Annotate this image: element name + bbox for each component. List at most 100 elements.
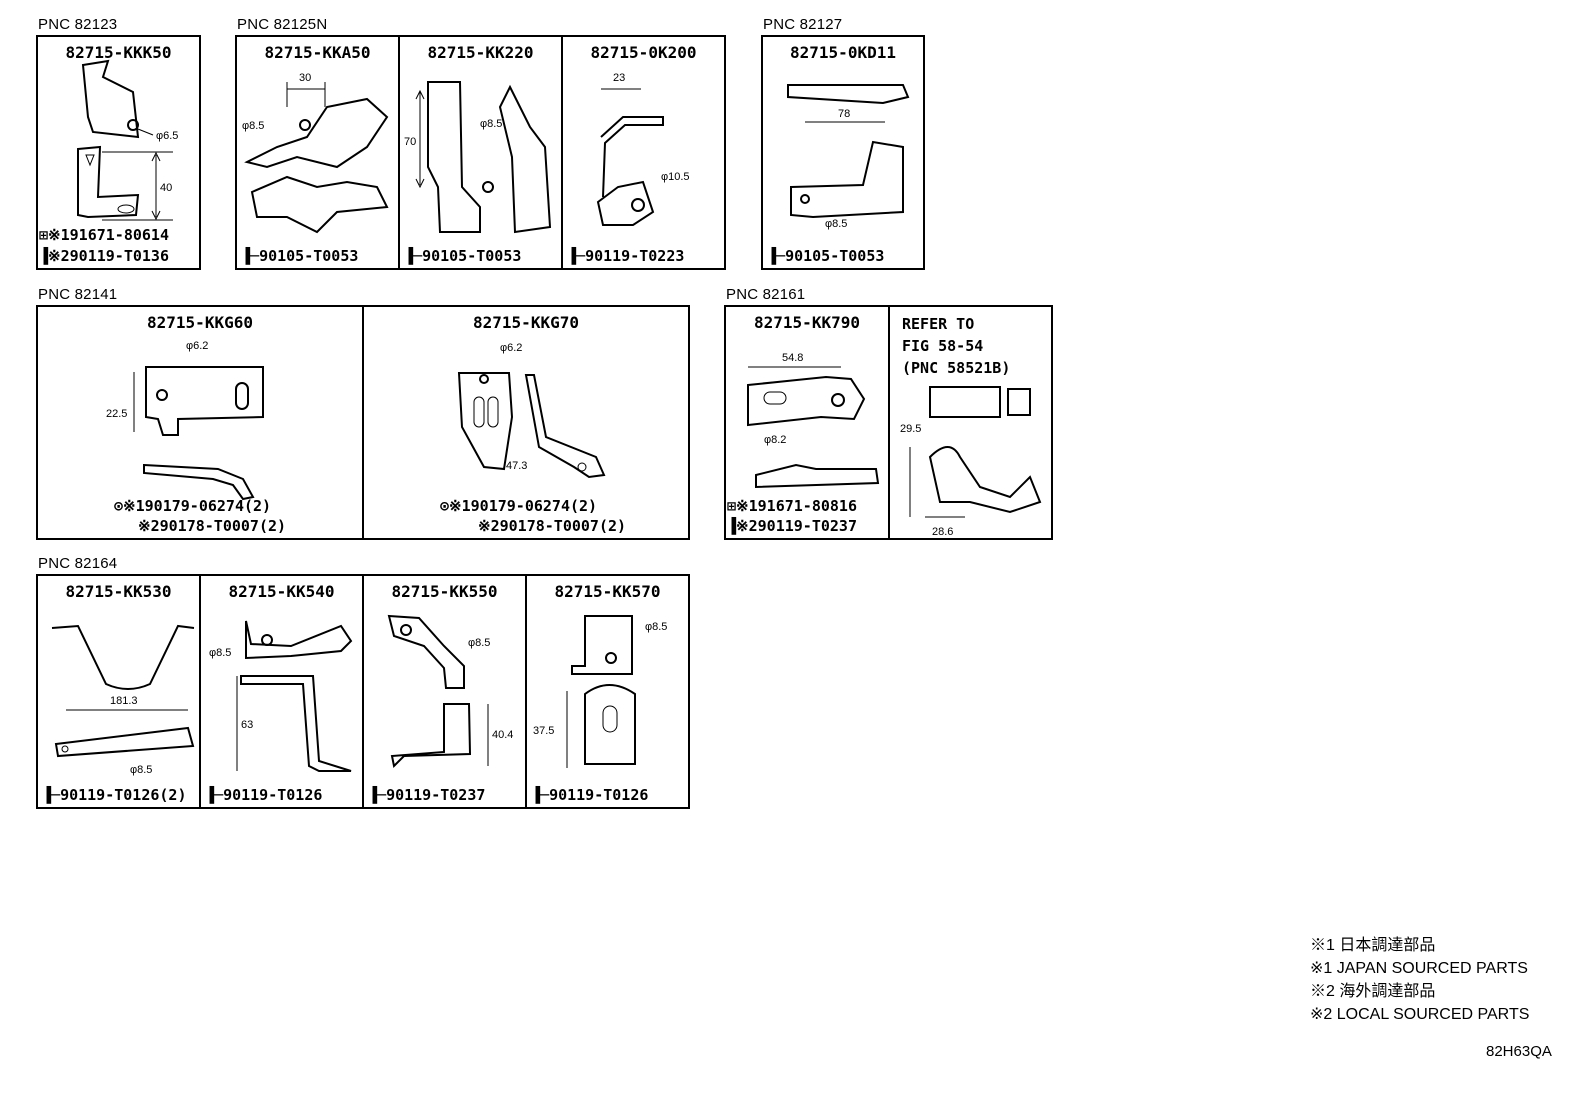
part-number: 82715-KK570	[554, 582, 661, 601]
part-number: 82715-0K200	[590, 43, 697, 62]
dim-label: φ6.2	[186, 340, 208, 352]
part-panel[interactable]: 82715-KKG60 φ6.2 22.5 ⊙※190179-06274(2) …	[38, 307, 364, 538]
bolt-icon: ▐─	[42, 786, 61, 804]
legend-item: ※1 日本調達部品	[1310, 937, 1436, 954]
dim-label: 54.8	[782, 352, 803, 364]
dim-label: 28.6	[932, 526, 953, 538]
dim-label: 78	[838, 108, 850, 120]
fastener-row: ▐─90105-T0053	[241, 247, 359, 265]
refer-note: REFER TO FIG 58-54 (PNC 58521B)	[902, 315, 1011, 377]
part-panel[interactable]: 82715-KK790 54.8 φ8.2 ⊞※191671-80816 ▐※2…	[726, 307, 890, 538]
legend-item: ※2 海外調達部品	[1310, 983, 1436, 1000]
dim-label: φ8.5	[645, 621, 667, 633]
pnc-82125n-group: 82715-KKA50 30 φ8.5 ▐─90105-T0053 82715-…	[235, 35, 726, 270]
fastener-row: ⊞※191671-80614	[39, 226, 169, 244]
dim-label: 37.5	[533, 725, 554, 737]
legend-item: ※1 JAPAN SOURCED PARTS	[1310, 960, 1528, 977]
dim-label: 181.3	[110, 695, 138, 707]
bracket-drawing: 23 φ10.5	[596, 72, 690, 226]
bracket-drawing: 181.3 φ8.5	[51, 624, 195, 776]
part-panel[interactable]: 82715-KK540 φ8.5 63 ▐─90119-T0126	[201, 576, 364, 807]
dim-label: 40	[160, 182, 172, 194]
part-panel[interactable]: 82715-KK530 181.3 φ8.5 ▐─90119-T0126(2)	[38, 576, 201, 807]
part-number: 82715-KK530	[65, 582, 172, 601]
part-number: 82715-KKA50	[264, 43, 371, 62]
part-panel[interactable]: 82715-0K200 23 φ10.5 ▐─90119-T0223	[563, 37, 724, 268]
bolt-icon: ▐─	[205, 786, 224, 804]
bracket-drawing: 30 φ8.5	[242, 72, 389, 234]
pnc-82161-group: 82715-KK790 54.8 φ8.2 ⊞※191671-80816 ▐※2…	[724, 305, 1053, 540]
part-panel[interactable]: 82715-KKA50 30 φ8.5 ▐─90105-T0053	[237, 37, 400, 268]
diagram-code: 82H63QA	[1486, 1043, 1552, 1060]
bracket-drawing: φ8.5 40.4	[387, 614, 513, 769]
pnc-82123-group: 82715-KKK50 φ6.5 40 ⊞※191671-80614 ▐※290…	[36, 35, 201, 270]
part-number: 82715-KK220	[427, 43, 534, 62]
fastener-row: ▐※290119-T0237	[727, 517, 857, 535]
dim-label: φ6.2	[500, 342, 522, 354]
legend: ※1 日本調達部品 ※1 JAPAN SOURCED PARTS ※2 海外調達…	[1310, 934, 1529, 1026]
fastener-row: ▐─90119-T0223	[567, 247, 685, 265]
bolt-icon: ▐─	[767, 247, 786, 265]
bracket-drawing: φ6.5 40	[77, 59, 178, 221]
dim-label: 23	[613, 72, 625, 84]
dim-label: 70	[404, 136, 416, 148]
bolt-icon: ⊞	[39, 226, 49, 244]
clamp-drawing: 29.5 28.6	[900, 386, 1042, 538]
nut-icon: ⊙	[440, 497, 450, 515]
part-number: 82715-KK550	[391, 582, 498, 601]
bracket-drawing: φ6.2 47.3	[457, 342, 606, 479]
part-number: 82715-KKG60	[147, 313, 253, 332]
pnc-label: PNC 82161	[726, 286, 806, 303]
pnc-82164-group: 82715-KK530 181.3 φ8.5 ▐─90119-T0126(2) …	[36, 574, 690, 809]
fastener-row: ※290178-T0007(2)	[138, 517, 287, 535]
part-panel[interactable]: 82715-KK220 70 φ8.5 ▐─90105-T0053	[400, 37, 563, 268]
bolt-icon: ▐─	[404, 247, 423, 265]
nut-icon: ⊙	[114, 497, 124, 515]
fastener-row: ▐─90105-T0053	[404, 247, 522, 265]
pnc-label: PNC 82125N	[237, 16, 328, 33]
part-panel[interactable]: 82715-KKG70 φ6.2 47.3 ⊙※190179-06274(2) …	[364, 307, 688, 538]
dim-label: 63	[241, 719, 253, 731]
dim-label: 40.4	[492, 729, 513, 741]
fastener-row: ▐─90119-T0126(2)	[42, 786, 187, 804]
pnc-label: PNC 82141	[38, 286, 118, 303]
dim-label: 30	[299, 72, 311, 84]
dim-label: 47.3	[506, 460, 527, 472]
bolt-icon: ▐─	[531, 786, 550, 804]
pnc-label: PNC 82164	[38, 555, 118, 572]
part-panel[interactable]: 82715-0KD11 78 φ8.5 ▐─90105-T0053	[763, 37, 923, 268]
bolt-icon: ▐	[39, 247, 49, 265]
fastener-row: ※290178-T0007(2)	[478, 517, 627, 535]
dim-label: φ8.5	[480, 118, 502, 130]
bracket-drawing: φ8.5 37.5	[533, 615, 667, 768]
legend-item: ※2 LOCAL SOURCED PARTS	[1310, 1006, 1530, 1023]
part-panel[interactable]: 82715-KK570 φ8.5 37.5 ▐─90119-T0126	[527, 576, 688, 807]
pnc-label: PNC 82127	[763, 16, 843, 33]
fastener-row: ▐※290119-T0136	[39, 247, 169, 265]
bracket-drawing: φ8.5 63	[209, 620, 353, 772]
dim-label: 22.5	[106, 408, 127, 420]
bolt-icon: ▐─	[368, 786, 387, 804]
dim-label: φ8.5	[209, 647, 231, 659]
bolt-icon: ▐─	[567, 247, 586, 265]
part-number: 82715-KK540	[228, 582, 335, 601]
dim-label: φ8.5	[468, 637, 490, 649]
part-number: 82715-KKK50	[65, 43, 172, 62]
fastener-row: ⊙※190179-06274(2)	[114, 497, 272, 515]
dim-label: φ8.5	[130, 764, 152, 776]
part-panel[interactable]: 82715-KKK50 φ6.5 40 ⊞※191671-80614 ▐※290…	[38, 37, 199, 268]
dim-label: 29.5	[900, 423, 921, 435]
bolt-icon: ⊞	[727, 497, 737, 515]
fastener-row: ▐─90119-T0126	[531, 786, 649, 804]
pnc-label: PNC 82123	[38, 16, 118, 33]
bracket-drawing: 54.8 φ8.2	[747, 352, 880, 489]
dim-label: φ8.5	[242, 120, 264, 132]
part-number: 82715-KK790	[754, 313, 860, 332]
part-panel[interactable]: 82715-KK550 φ8.5 40.4 ▐─90119-T0237	[364, 576, 527, 807]
bracket-drawing: 78 φ8.5	[787, 84, 910, 230]
reference-panel[interactable]: REFER TO FIG 58-54 (PNC 58521B) 29.5 28.…	[890, 307, 1051, 538]
fastener-row: ▐─90119-T0126	[205, 786, 323, 804]
bolt-icon: ▐	[727, 517, 737, 535]
fastener-row: ⊞※191671-80816	[727, 497, 857, 515]
fastener-row: ▐─90119-T0237	[368, 786, 486, 804]
